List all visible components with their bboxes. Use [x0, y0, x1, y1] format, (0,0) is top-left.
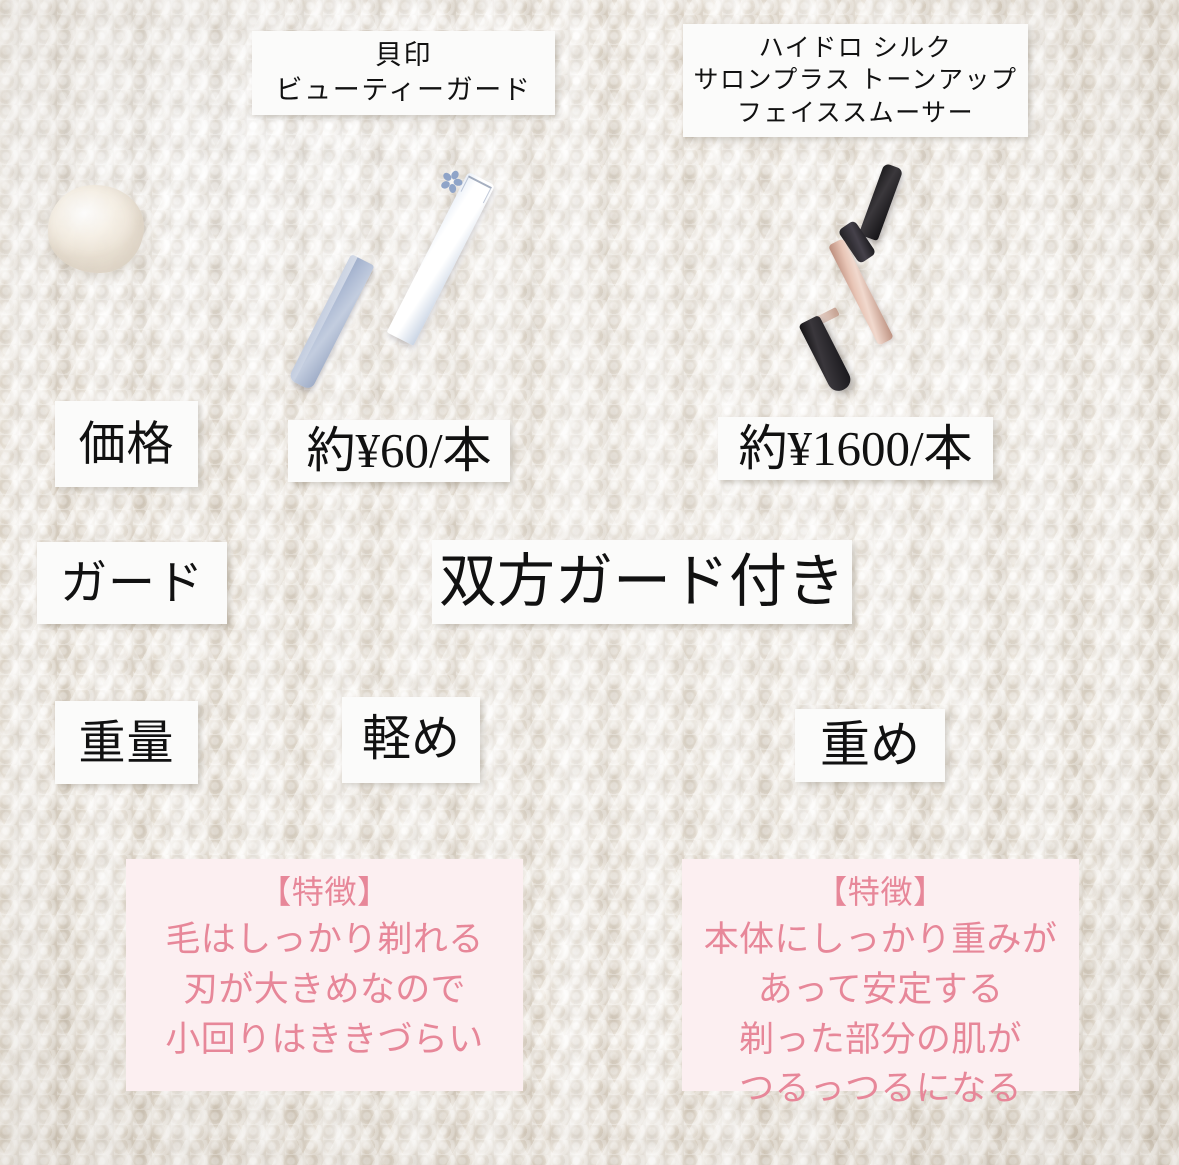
product-left-title-line-1: 貝印 — [374, 39, 433, 70]
product-right-title-line-3: フェイススムーサー — [736, 98, 975, 127]
row-label-guard: ガード — [37, 542, 227, 624]
feature-right-line-2: あって安定する — [757, 970, 1004, 1010]
row-label-weight-text: 重量 — [78, 715, 175, 769]
feature-right-title: 【特徴】 — [815, 874, 946, 910]
white-face-razor-image — [287, 150, 500, 391]
feature-right-line-1: 本体にしっかり重みが — [703, 920, 1058, 960]
product-right-title-line-1: ハイドロ シルク — [758, 33, 953, 62]
product-left-title-line-2: ビューティーガード — [275, 75, 532, 105]
feature-left-line-1: 毛はしっかり剃れる — [165, 920, 484, 960]
row-label-weight: 重量 — [55, 701, 198, 784]
product-right-title-line-2: サロンプラス トーンアップ — [693, 66, 1018, 95]
guard-value-shared-text: 双方ガード付き — [438, 549, 845, 615]
feature-right-line-4: つるっつるになる — [739, 1069, 1022, 1109]
weight-value-right: 重め — [795, 709, 945, 782]
weight-value-left-text: 軽め — [361, 712, 460, 767]
product-left-title: 貝印 ビューティーガード — [252, 31, 555, 115]
guard-value-shared: 双方ガード付き — [432, 540, 852, 624]
feature-left-title: 【特徴】 — [259, 874, 390, 910]
product-right-title: ハイドロ シルク サロンプラス トーンアップ フェイススムーサー — [683, 24, 1028, 137]
row-label-price: 価格 — [55, 401, 198, 487]
feature-right-line-3: 剃った部分の肌が — [739, 1019, 1022, 1059]
price-value-left-text: 約¥60/本 — [306, 423, 492, 479]
weight-value-left: 軽め — [342, 697, 480, 783]
weight-value-right-text: 重め — [820, 717, 920, 773]
row-label-guard-text: ガード — [60, 556, 204, 610]
knit-bobble — [48, 185, 144, 273]
feature-panel-left: 【特徴】 毛はしっかり剃れる 刃が大きめなので 小回りはききづらい — [126, 859, 523, 1091]
price-value-right: 約¥1600/本 — [718, 417, 993, 480]
price-value-left: 約¥60/本 — [288, 420, 510, 482]
razor-grip — [798, 314, 855, 395]
black-rose-gold-razor-image — [775, 160, 955, 395]
price-value-right-text: 約¥1600/本 — [738, 420, 973, 476]
razor-head — [858, 162, 904, 242]
row-label-price-text: 価格 — [78, 417, 175, 471]
feature-panel-right: 【特徴】 本体にしっかり重みが あって安定する 剃った部分の肌が つるっつるにな… — [682, 859, 1079, 1108]
feature-left-line-2: 刃が大きめなので — [183, 970, 466, 1010]
razor-handle — [386, 171, 496, 346]
feature-left-line-3: 小回りはききづらい — [165, 1019, 484, 1059]
